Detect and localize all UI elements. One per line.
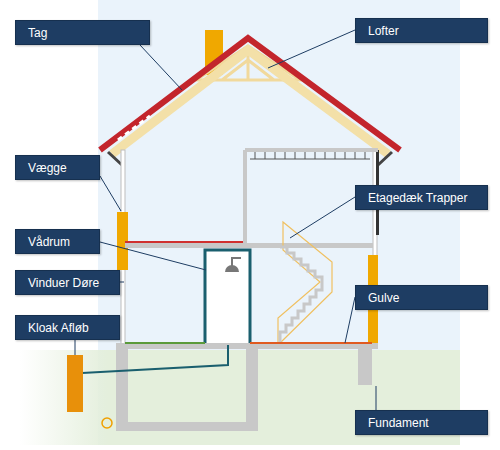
callout-box: Lofter [355, 18, 488, 43]
foundation-slab [116, 422, 258, 431]
callout-box: Vægge [15, 155, 100, 180]
callout-box: Etagedæk Trapper [355, 185, 488, 210]
shower-pipe [232, 258, 241, 266]
callout-box: Gulve [355, 285, 488, 310]
callout-label: Lofter [368, 24, 399, 38]
stair-steps [280, 247, 322, 345]
callout-box: Vinduer Døre [15, 270, 120, 295]
roof-vent [118, 116, 150, 140]
callout-box: Fundament [355, 410, 488, 435]
floor-covering [250, 342, 372, 344]
callout-label: Vægge [28, 161, 67, 175]
shower-head [225, 265, 239, 272]
ceiling [245, 148, 378, 152]
drain-pipe [82, 345, 228, 373]
callout-label: Vinduer Døre [28, 276, 99, 290]
callout-label: Kloak Afløb [28, 321, 89, 335]
callout-box: Tag [15, 20, 150, 45]
callout-label: Fundament [368, 416, 429, 430]
sewer-well [67, 355, 83, 412]
leader-lines [75, 30, 376, 410]
leader-line [268, 30, 355, 68]
roof-covering [100, 38, 400, 150]
callout-label: Etagedæk Trapper [368, 191, 467, 205]
stair-outline [278, 222, 332, 345]
floor-slab [125, 243, 373, 248]
sewer-outlet [102, 418, 112, 428]
leader-line [140, 45, 182, 90]
foundation-wall [358, 345, 372, 385]
leader-line [376, 386, 377, 410]
floor-covering [125, 342, 205, 344]
callout-box: Kloak Afløb [15, 315, 120, 340]
leader-line [120, 282, 124, 283]
callout-box: Vådrum [15, 229, 100, 254]
floor-covering [125, 241, 245, 243]
leader-line [100, 242, 206, 270]
ceiling-joists [250, 152, 370, 159]
leader-line [75, 340, 76, 355]
leader-line [290, 197, 355, 238]
roof-rafter [112, 50, 388, 154]
eaves [108, 152, 392, 165]
foundation-wall [116, 345, 128, 431]
leader-line [345, 297, 355, 343]
foundation-wall [246, 345, 258, 431]
callout-label: Vådrum [28, 235, 70, 249]
wet-room [205, 250, 250, 345]
callout-label: Gulve [368, 291, 399, 305]
partition-wall [243, 150, 247, 245]
callout-label: Tag [28, 26, 47, 40]
leader-line [100, 176, 121, 211]
